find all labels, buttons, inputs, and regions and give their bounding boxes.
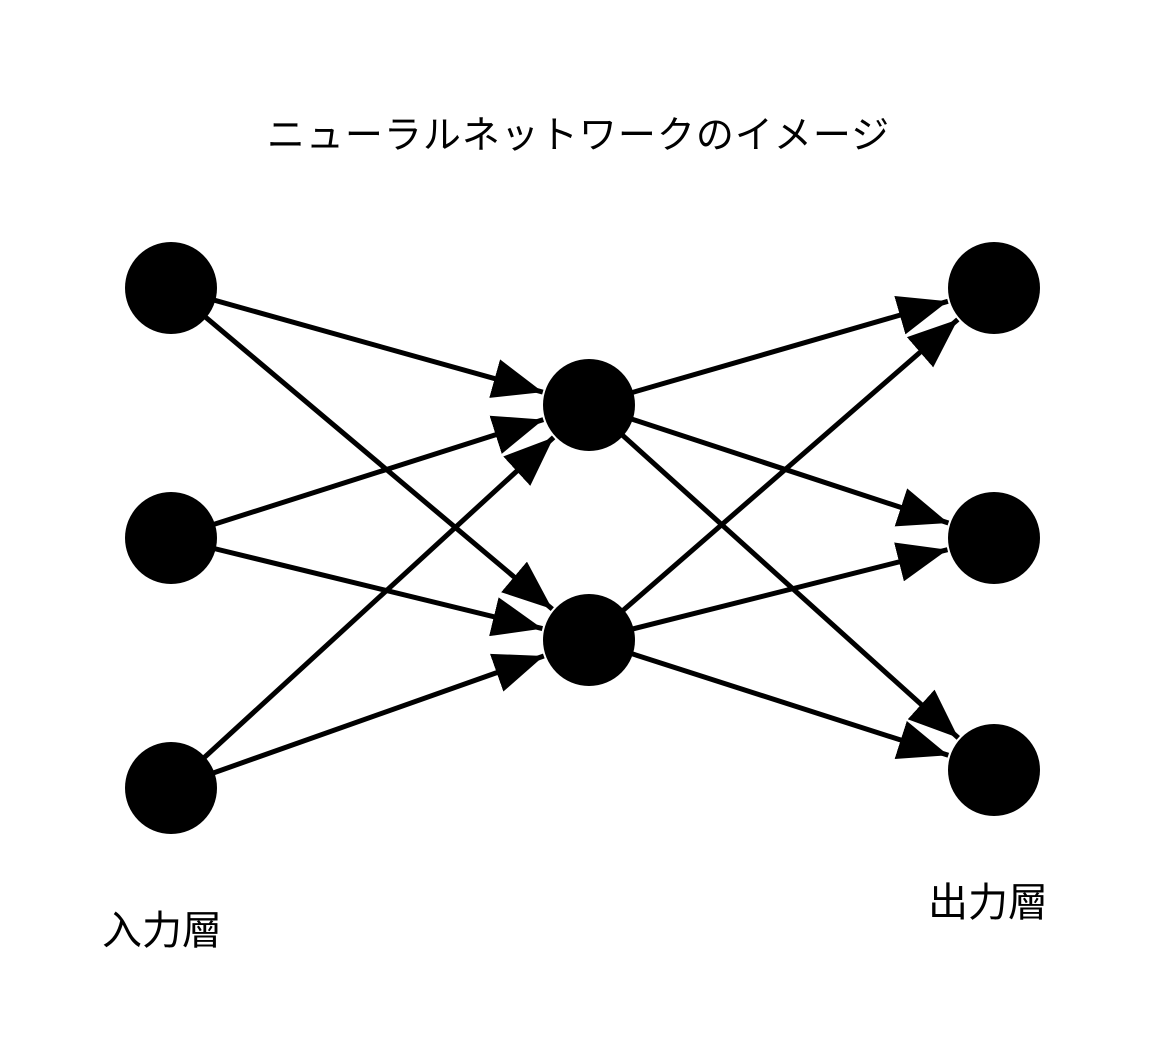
node-in1 [125,242,217,334]
node-out2 [948,492,1040,584]
nodes-group [125,242,1040,834]
input-layer-label: 入力層 [102,908,222,954]
edge-in3-h1 [198,435,556,763]
diagram-title: ニューラルネットワークのイメージ [266,113,891,157]
edge-h1-out1 [626,295,949,397]
node-h2 [543,594,635,686]
edge-in2-h2 [209,545,543,637]
edge-in3-h2 [207,653,545,777]
node-out3 [948,724,1040,816]
edge-in2-h1 [208,415,545,529]
edge-h2-out2 [627,542,949,633]
output-layer-label: 出力層 [928,880,1048,926]
node-h1 [543,359,635,451]
node-in2 [125,492,217,584]
edge-in1-h2 [199,311,554,612]
edge-in1-h1 [208,296,544,398]
edge-h2-out3 [626,649,950,760]
edge-h1-out3 [617,429,960,740]
node-out1 [948,242,1040,334]
edges-group [198,295,960,777]
edge-h2-out1 [617,317,960,616]
node-in3 [125,742,217,834]
